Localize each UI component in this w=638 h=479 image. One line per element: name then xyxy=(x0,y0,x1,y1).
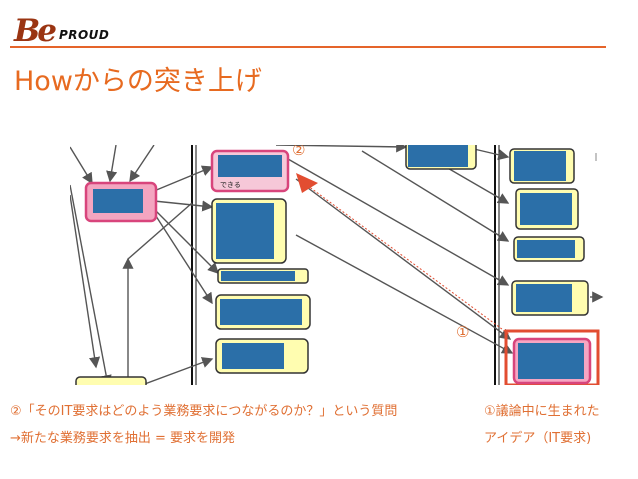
node-right-3 xyxy=(513,236,585,262)
question-pointer-icon xyxy=(296,173,318,193)
header-divider xyxy=(10,46,606,48)
connectors xyxy=(70,145,604,385)
node-right-4 xyxy=(511,280,589,316)
caption-right-line2: アイデア（IT要求) xyxy=(484,431,592,446)
node-mid-5 xyxy=(215,338,309,374)
requirements-diagram: できる ② ① xyxy=(70,145,608,385)
slide-title: Howからの突き上げ xyxy=(14,66,262,97)
logo-word: PROUD xyxy=(58,28,110,42)
marker-1: ① xyxy=(456,323,469,341)
node-mid-pink: できる xyxy=(210,149,290,193)
node-right-2 xyxy=(515,188,579,230)
node-right-1 xyxy=(509,148,575,184)
logo-mark: Be xyxy=(14,13,57,49)
diagram-svg: できる ② ① xyxy=(70,145,604,385)
node-left-pink xyxy=(84,181,158,223)
marker-2: ② xyxy=(292,145,305,159)
idea-link-line xyxy=(303,182,511,336)
node-top-center xyxy=(405,145,477,170)
node-mid-3 xyxy=(217,268,309,284)
node-right-highlight-idea xyxy=(504,329,600,385)
logo: Be PROUD xyxy=(14,12,110,49)
node-text-dekiru: できる xyxy=(220,181,241,189)
column-dividers xyxy=(191,145,500,385)
caption-left-line2: →新たな業務要求を抽出 = 要求を開発 xyxy=(10,431,236,446)
node-mid-2 xyxy=(211,198,287,264)
node-mid-4 xyxy=(215,294,311,330)
node-left-bottom xyxy=(75,376,147,385)
caption-left-line1: ②「そのIT要求はどのよう業務要求につながるのか？」という質問 xyxy=(10,404,398,419)
caption-right-line1: ①議論中に生まれた xyxy=(484,404,600,419)
